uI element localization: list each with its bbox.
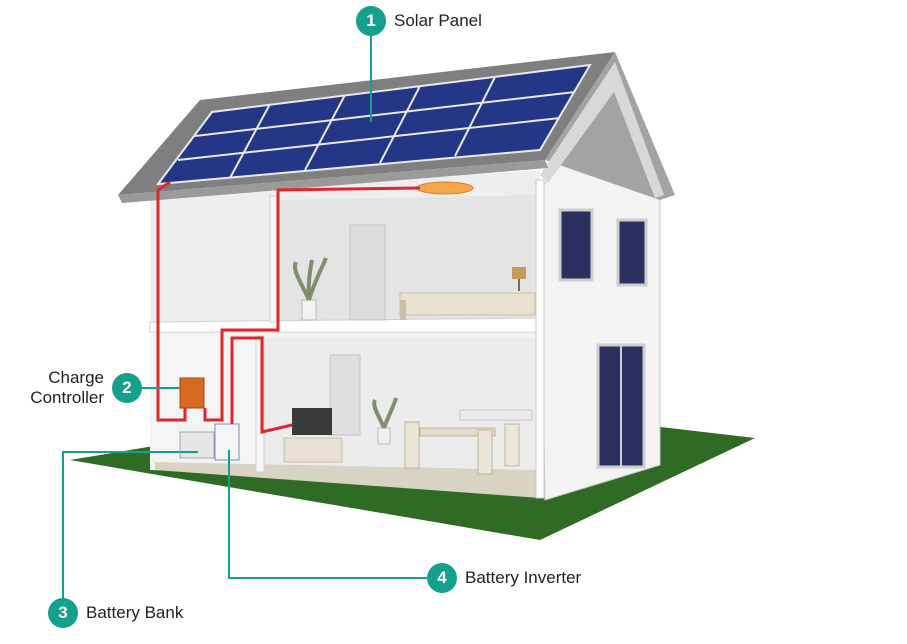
kitchen-counter	[459, 409, 533, 421]
leader-4	[228, 450, 427, 579]
window-upper-left	[558, 208, 594, 282]
wire-to-ceiling	[203, 186, 421, 422]
wire-to-tv	[230, 336, 293, 434]
badge-3: 3	[48, 598, 78, 628]
badge-1: 1	[356, 6, 386, 36]
callout-battery-inverter: 4 Battery Inverter	[427, 563, 581, 593]
plant-upper	[293, 257, 328, 301]
panel-col-3	[379, 85, 421, 164]
lamp-stand	[518, 279, 520, 291]
panel-row-1	[177, 117, 561, 161]
lower-door	[329, 354, 361, 436]
roof-gable-edge	[540, 62, 664, 198]
upper-room	[275, 195, 535, 322]
front-edge	[535, 179, 545, 499]
panel-col-1	[229, 103, 271, 179]
label-charge-controller-line1: Charge	[48, 368, 104, 387]
label-charge-controller-line2: Controller	[30, 388, 104, 407]
panel-col-4	[454, 76, 496, 157]
lower-partition	[255, 335, 265, 473]
plant-lower	[372, 397, 398, 429]
roof-trim	[118, 160, 548, 203]
dining-table	[419, 427, 496, 437]
charge-controller-unit	[179, 377, 205, 409]
callout-battery-bank: 3 Battery Bank	[48, 598, 183, 628]
lower-floor	[155, 462, 540, 498]
battery-inverter-unit	[214, 423, 240, 461]
label-charge-controller: Charge Controller	[8, 368, 104, 408]
callout-charge-controller: Charge Controller 2	[8, 368, 142, 408]
badge-2: 2	[112, 373, 142, 403]
label-battery-inverter: Battery Inverter	[465, 568, 582, 587]
dining-chair-1	[404, 421, 420, 469]
battery-bank-unit	[179, 431, 215, 459]
solar-panel-array	[155, 63, 592, 186]
plant-pot-lower	[377, 427, 391, 445]
upper-door	[349, 224, 386, 321]
tv-stand	[283, 437, 343, 463]
panel-col-2	[304, 94, 346, 171]
leader-3	[62, 451, 198, 598]
bed-headboard	[400, 300, 406, 320]
lamp-shade	[512, 267, 526, 279]
label-solar-panel: Solar Panel	[394, 11, 482, 30]
panel-row-2	[194, 91, 576, 137]
bed	[399, 292, 536, 316]
plant-pot-upper	[301, 299, 317, 321]
wire-solar-down	[156, 180, 187, 422]
label-battery-bank: Battery Bank	[86, 603, 184, 622]
tv	[292, 408, 332, 435]
ceiling-lamp	[416, 181, 474, 195]
dining-chair-2	[477, 429, 493, 475]
dining-chair-3	[504, 423, 520, 467]
callout-solar-panel: 1 Solar Panel	[356, 6, 482, 36]
window-upper-right	[616, 218, 648, 287]
badge-4: 4	[427, 563, 457, 593]
